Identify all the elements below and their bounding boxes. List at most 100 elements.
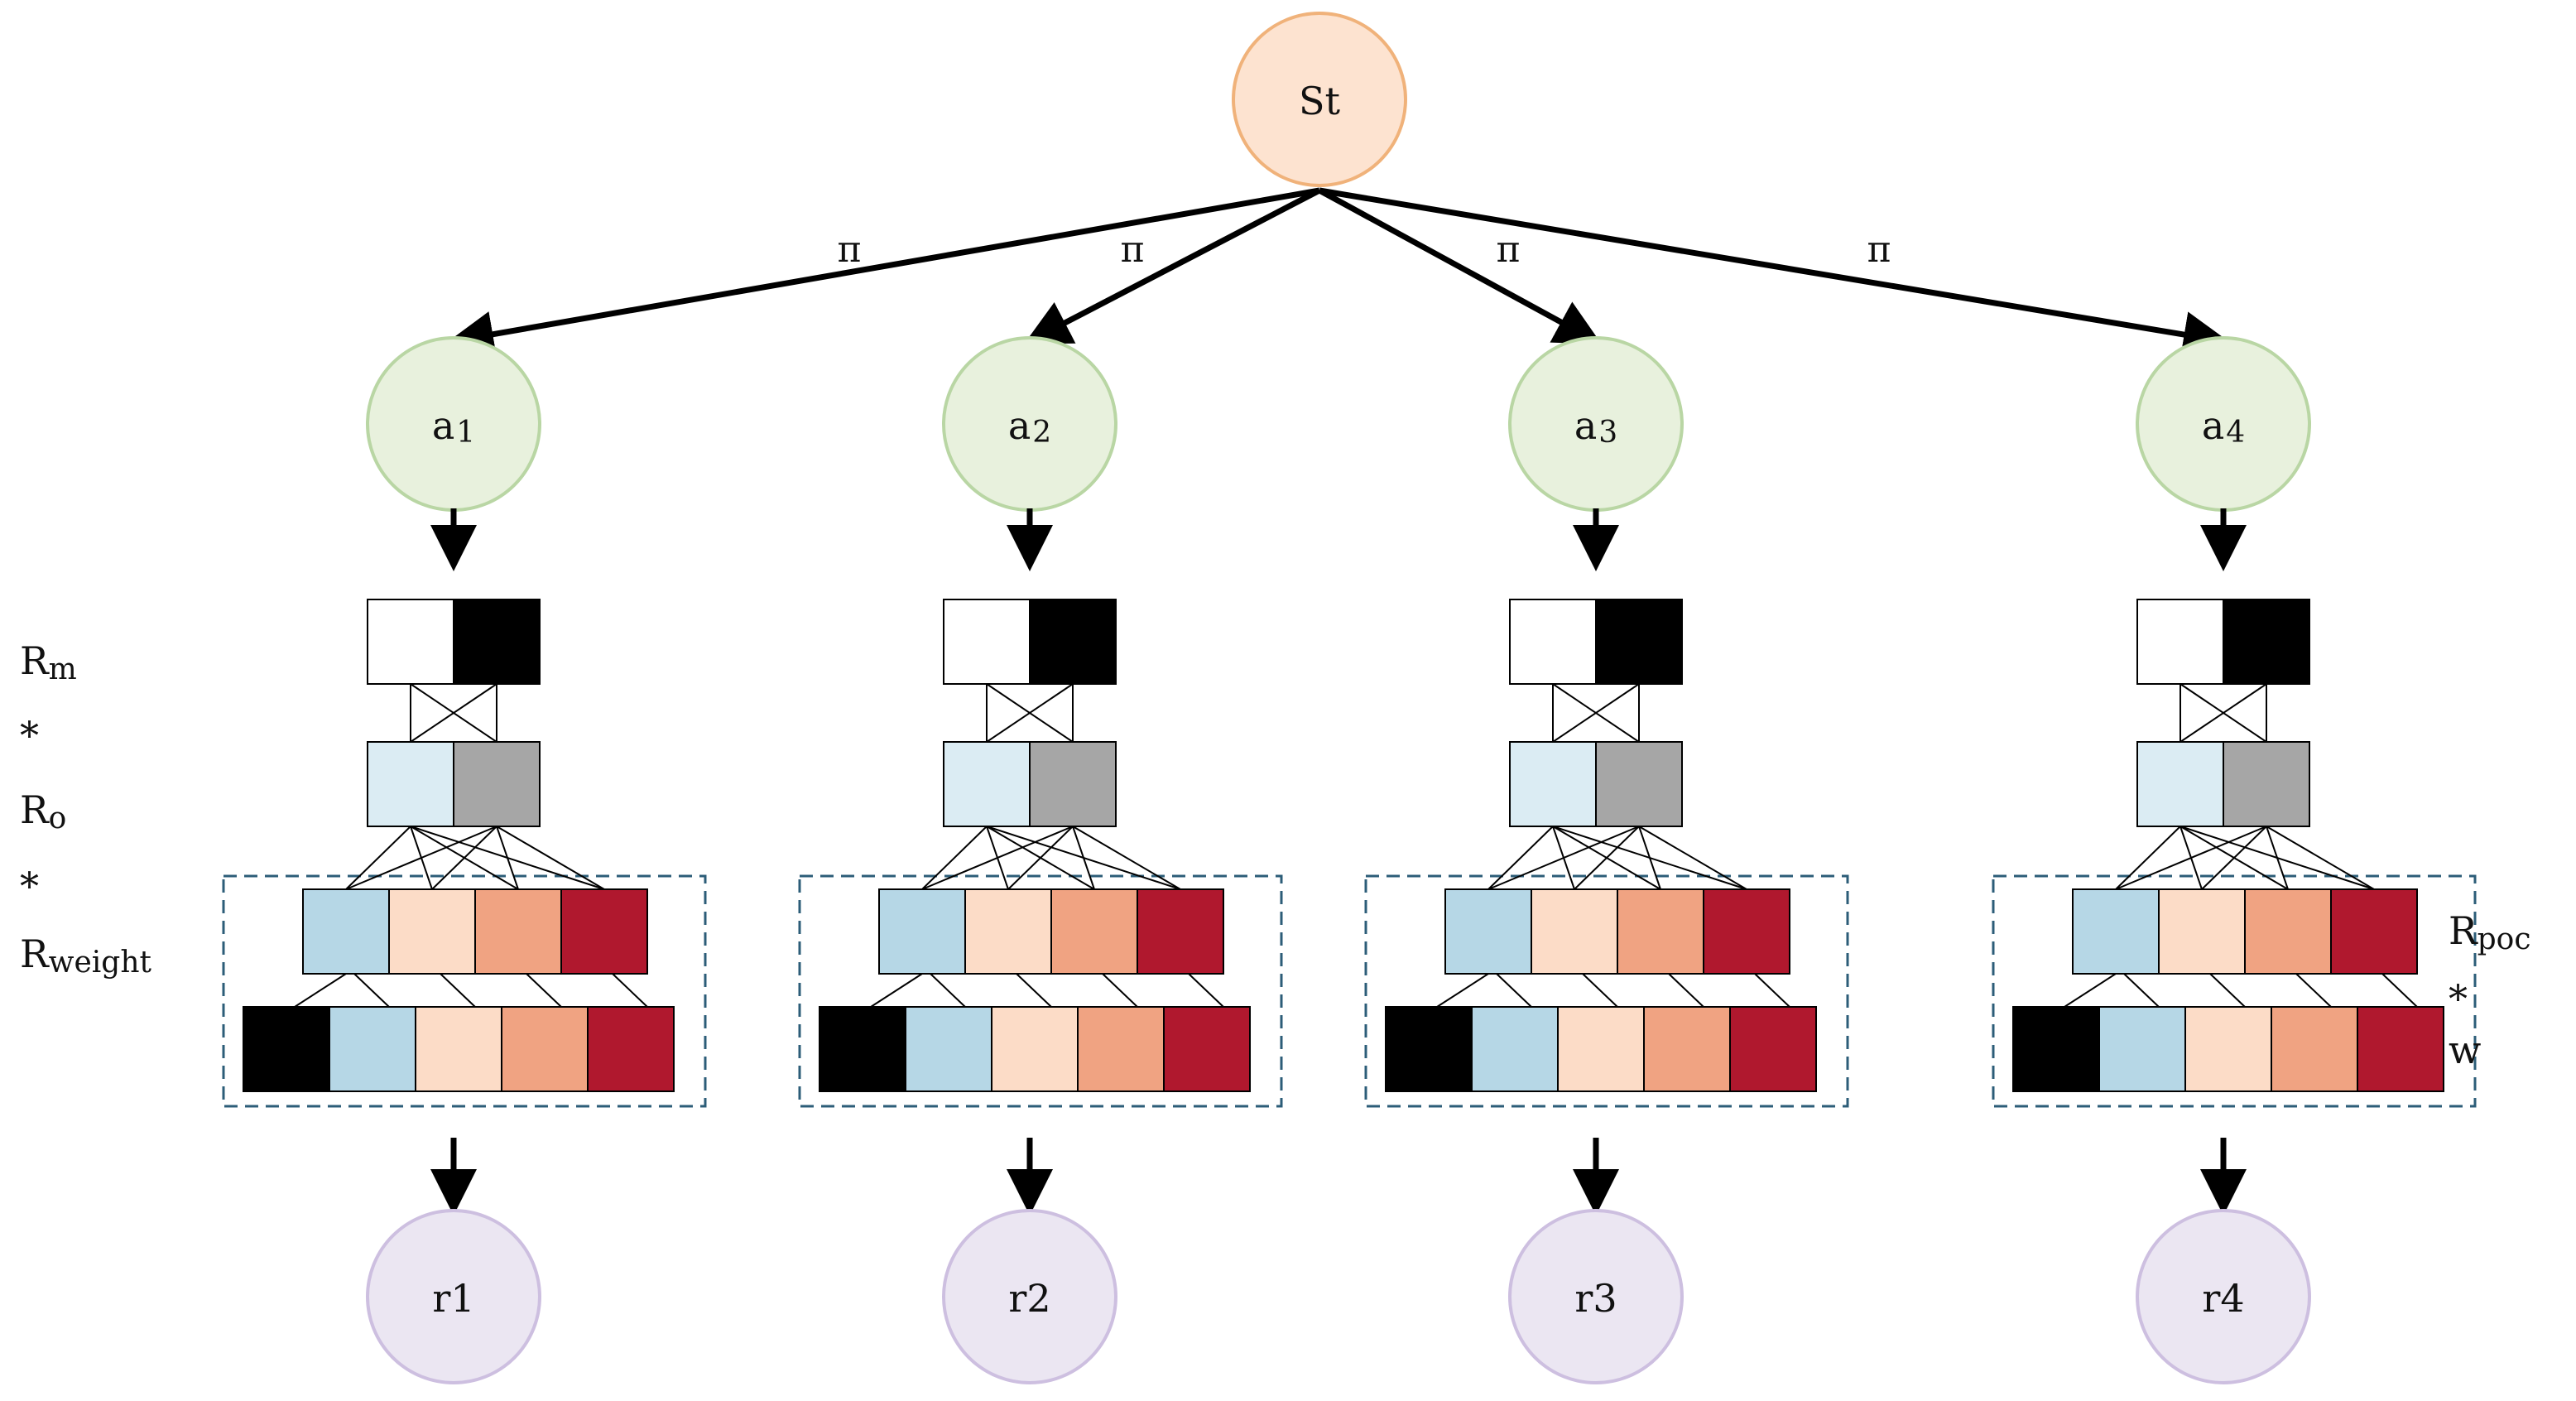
block-cell (329, 1006, 416, 1092)
connector-line (2180, 683, 2267, 743)
connector-line (2209, 973, 2246, 1008)
reward-node-label: r1 (432, 1276, 474, 1321)
connector-line (1668, 973, 1704, 1008)
block-cell (991, 1006, 1079, 1092)
connector-line (1436, 973, 1489, 1008)
right-formula: Rpoc*w (2449, 908, 2531, 1072)
reward-node-label: r4 (2202, 1276, 2244, 1321)
formula-term: * (2449, 976, 2468, 1021)
block-cell (367, 599, 454, 685)
block-cell (1557, 1006, 1645, 1092)
connector-line (1638, 826, 1661, 890)
connector-line (1102, 973, 1138, 1008)
block-cell (1385, 1006, 1473, 1092)
block-cell (1077, 1006, 1165, 1092)
block-cell (943, 599, 1031, 685)
connector-line (1487, 826, 1554, 890)
block-cell (1137, 888, 1224, 975)
connector-line (1487, 826, 1640, 890)
formula-term: Rpoc (2449, 908, 2531, 956)
block-cell (1471, 1006, 1559, 1092)
connector-line (1552, 683, 1640, 743)
connector-line (496, 826, 519, 890)
connector-line (2266, 826, 2375, 890)
connector-line (1496, 973, 1532, 1008)
connector-line (1007, 826, 1074, 890)
block-cell (388, 888, 476, 975)
block-cell (2357, 1006, 2444, 1092)
block-cell (1444, 888, 1532, 975)
connector-line (1072, 826, 1095, 890)
block-cell (1617, 888, 1704, 975)
root-state-node: St (1232, 12, 1407, 187)
reward-node-label: r3 (1574, 1276, 1617, 1321)
block-cell (1029, 741, 1117, 827)
block-cell (2244, 888, 2332, 975)
block-cell (2223, 599, 2310, 685)
reward-node (1508, 1209, 1684, 1384)
block-cell (243, 1006, 330, 1092)
action-node-label: a1 (432, 403, 475, 450)
connector-line (1574, 826, 1640, 890)
formula-term: * (20, 713, 39, 758)
connector-line (1016, 973, 1052, 1008)
block-cell (2271, 1006, 2358, 1092)
block-cell (2012, 1006, 2100, 1092)
block-cell (474, 888, 562, 975)
connector-line (526, 973, 562, 1008)
connector-line (930, 973, 966, 1008)
block-cell (1509, 599, 1597, 685)
policy-edge (1023, 187, 1321, 344)
reward-node (942, 1209, 1117, 1384)
dashed-group-box (1992, 874, 2477, 1108)
block-cell (1643, 1006, 1731, 1092)
connector-line (2201, 826, 2267, 890)
block-cell (453, 599, 541, 685)
policy-edge-label: π (1121, 229, 1145, 271)
formula-term: * (20, 864, 39, 908)
block-cell (1595, 599, 1683, 685)
block-cell (1509, 741, 1597, 827)
connector-line (1638, 826, 1747, 890)
block-cell (819, 1006, 906, 1092)
connector-line (2266, 826, 2289, 890)
left-formula: Rm*Ro*Rweight (20, 638, 152, 980)
block-cell (501, 1006, 589, 1092)
root-state-label: St (1299, 79, 1341, 123)
block-cell (415, 1006, 502, 1092)
block-cell (1729, 1006, 1817, 1092)
block-cell (1531, 888, 1618, 975)
block-cell (1029, 599, 1117, 685)
connector-line (1188, 973, 1224, 1008)
connector-line (870, 973, 923, 1008)
formula-term: Ro (20, 787, 66, 835)
connector-line (496, 826, 605, 890)
connector-line (431, 826, 497, 890)
policy-edge-label: π (838, 229, 862, 271)
block-cell (1163, 1006, 1251, 1092)
block-cell (2136, 599, 2224, 685)
block-cell (587, 1006, 675, 1092)
block-cell (1595, 741, 1683, 827)
block-cell (878, 888, 966, 975)
connector-line (921, 826, 988, 890)
connector-line (294, 973, 347, 1008)
action-column: a1 r1 (222, 336, 707, 1384)
block-cell (964, 888, 1052, 975)
connector-line (1582, 973, 1618, 1008)
connector-line (921, 826, 1074, 890)
block-cell (2184, 1006, 2272, 1092)
connector-line (2295, 973, 2332, 1008)
dashed-group-box (222, 874, 707, 1108)
policy-edge (1318, 187, 1603, 344)
formula-term: Rm (20, 638, 77, 686)
block-cell (2136, 741, 2224, 827)
connector-line (986, 683, 1074, 743)
connector-line (2115, 826, 2181, 890)
block-cell (1703, 888, 1790, 975)
